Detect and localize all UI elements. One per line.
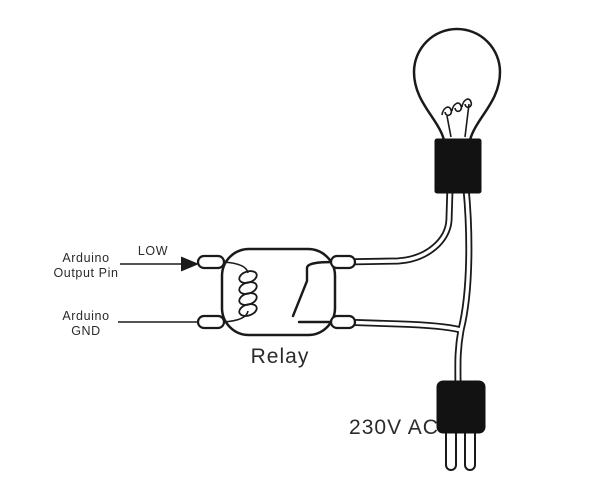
wire-socket-to-plug-core: [456, 186, 471, 388]
arduino-output-label-line1: Arduino: [62, 251, 109, 265]
lamp-socket: [434, 138, 482, 194]
signal-low-label: LOW: [138, 244, 168, 258]
wire-relay-to-plug-core: [338, 320, 463, 332]
plug-body: [436, 380, 486, 434]
relay-label: Relay: [251, 345, 310, 368]
mains-wires: [336, 184, 473, 390]
relay-terminal-right-bottom: [329, 314, 357, 330]
relay-group: [196, 247, 357, 337]
relay-terminal-left-bottom: [196, 314, 226, 330]
light-bulb-group: [412, 27, 502, 142]
plug-prong-right: [464, 427, 476, 471]
relay-terminal-left-top: [196, 254, 226, 270]
arrow-icon: [181, 256, 199, 272]
relay-coil-icon: [238, 270, 258, 317]
light-bulb: [412, 27, 502, 142]
wire-socket-to-relay: [336, 184, 454, 266]
arduino-gnd-label-line2: GND: [71, 324, 101, 338]
plug-prong-left: [445, 427, 457, 471]
arduino-wires: [118, 256, 200, 323]
relay-switch-icon: [291, 260, 336, 324]
plug-group: [436, 380, 486, 471]
filament-lead-wires: [446, 103, 470, 138]
arduino-gnd-label-line1: Arduino: [62, 309, 109, 323]
wire-socket-to-relay-core: [338, 186, 452, 264]
relay-terminal-right-top: [329, 254, 357, 270]
arduino-output-label-line2: Output Pin: [53, 266, 118, 280]
bulb-filament-icon: [441, 98, 473, 117]
power-230v-label: 230V AC: [349, 416, 439, 439]
coil-loop: [238, 303, 258, 317]
